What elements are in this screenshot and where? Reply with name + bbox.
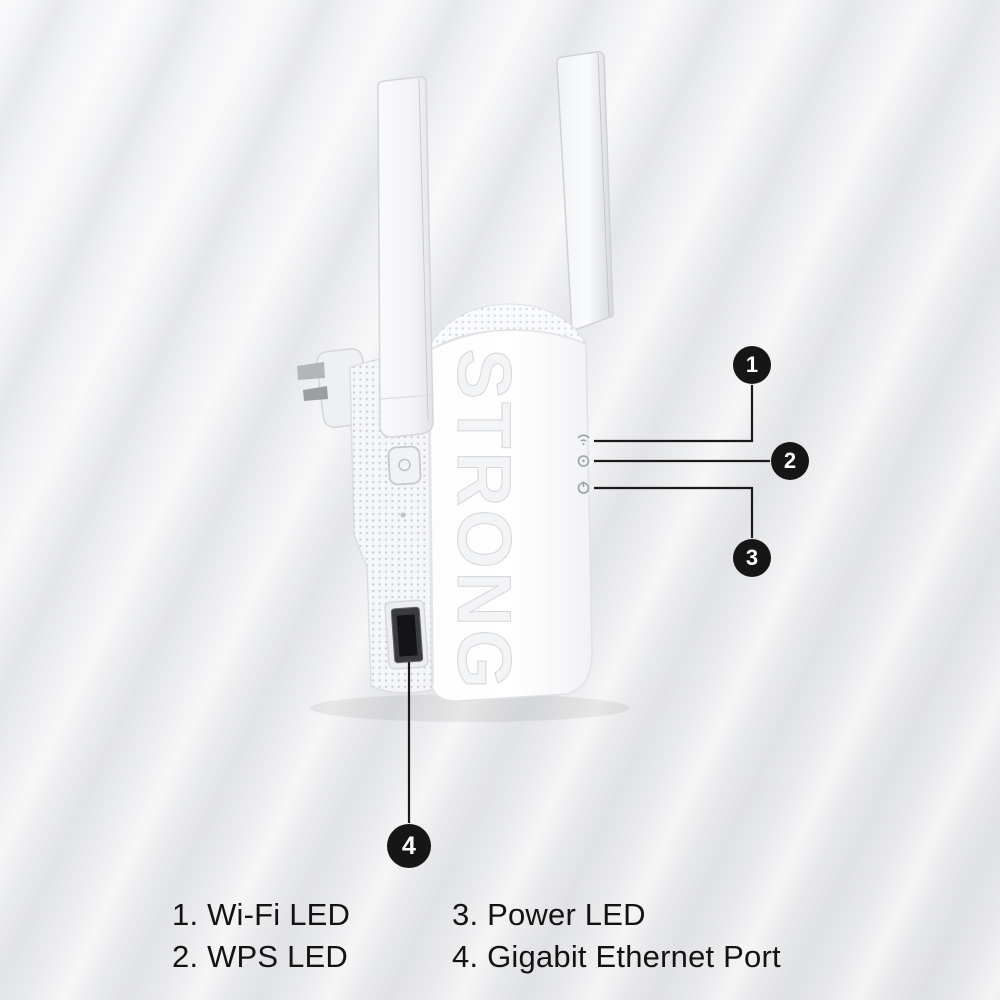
device-shadow (310, 694, 630, 722)
wifi-led-icon (577, 434, 590, 445)
legend-item-ethernet-port: 4. Gigabit Ethernet Port (452, 939, 781, 975)
brand-text: STRONG (441, 348, 526, 691)
antenna-right (556, 51, 614, 333)
side-led-dot (400, 512, 406, 518)
legend-item-wps-led: 2. WPS LED (172, 939, 348, 975)
legend-label: Wi-Fi LED (207, 897, 351, 932)
callout-lines (407, 385, 770, 823)
callout-badge-2: 2 (771, 442, 809, 480)
wps-button[interactable] (387, 445, 422, 486)
legend-number: 4. (452, 939, 479, 974)
legend-number: 1. (172, 897, 199, 932)
callout-line-3 (594, 486, 754, 538)
device-front-face: STRONG (427, 329, 593, 702)
wps-led-icon (577, 455, 590, 467)
callout-line-1 (594, 385, 754, 443)
callout-badge-4: 4 (387, 824, 431, 868)
legend-item-power-led: 3. Power LED (452, 897, 646, 933)
legend-label: Gigabit Ethernet Port (487, 939, 781, 974)
legend-item-wifi-led: 1. Wi-Fi LED (172, 897, 350, 933)
ethernet-port[interactable] (384, 599, 429, 670)
antenna-left (377, 76, 434, 438)
legend-number: 2. (172, 939, 199, 974)
callout-badge-3: 3 (733, 539, 771, 577)
callout-badge-1: 1 (733, 346, 771, 384)
power-led-icon (577, 481, 590, 494)
legend-label: Power LED (487, 897, 646, 932)
legend-label: WPS LED (207, 939, 349, 974)
led-indicators (577, 434, 590, 494)
legend-number: 3. (452, 897, 479, 932)
